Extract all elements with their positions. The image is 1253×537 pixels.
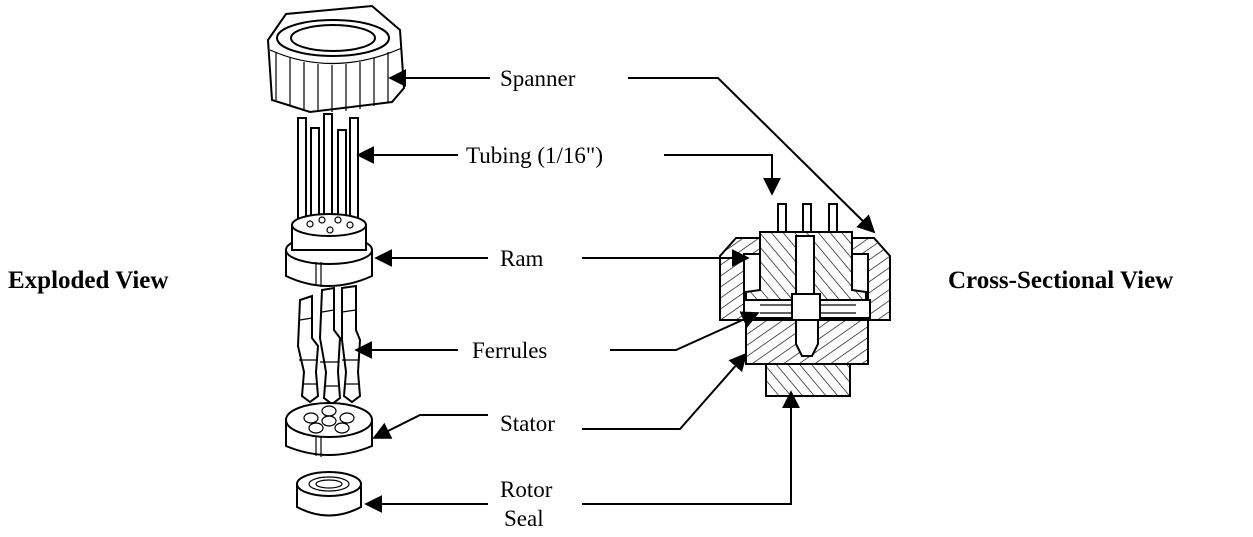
rotor-seal-section xyxy=(765,363,851,397)
rotor-seal-part xyxy=(296,471,362,517)
leader-lines xyxy=(354,69,876,513)
stator-part xyxy=(285,402,373,457)
stator-label: Stator xyxy=(500,411,555,436)
spanner-label: Spanner xyxy=(500,66,576,91)
rotor-label-line2: Seal xyxy=(504,506,544,531)
tubing-stub-middle xyxy=(802,203,812,235)
tubing-stub-right xyxy=(828,203,838,235)
ram-part xyxy=(285,213,373,287)
tubing-stub-left xyxy=(777,203,787,235)
cross-section-view xyxy=(719,203,891,397)
ferrules-part xyxy=(296,284,362,406)
ferrules-label: Ferrules xyxy=(472,338,547,363)
rotor-label-line1: Rotor xyxy=(500,477,553,502)
cross-section-view-title: Cross-Sectional View xyxy=(948,267,1173,294)
ram-label: Ram xyxy=(500,246,544,271)
tubing-label: Tubing (1/16") xyxy=(466,143,603,168)
exploded-view-title: Exploded View xyxy=(8,267,168,294)
exploded-view xyxy=(266,4,406,517)
spanner-part xyxy=(266,4,406,114)
